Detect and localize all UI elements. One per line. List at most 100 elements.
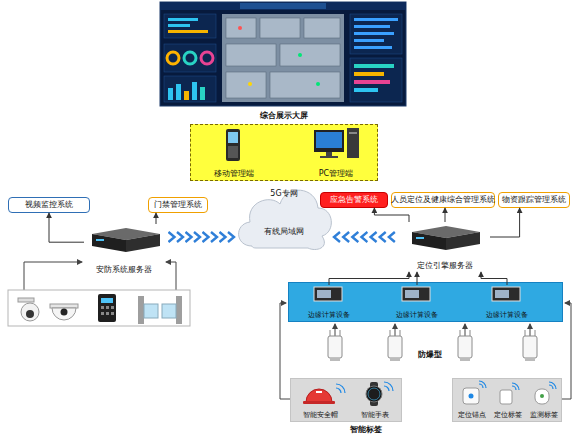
base-station [460, 358, 470, 361]
security-devices [8, 290, 190, 326]
base-station [388, 336, 402, 358]
smart-tag-icon [370, 382, 378, 406]
dashboard-screen [226, 72, 266, 98]
mobile-terminal-icon [226, 129, 240, 161]
dashboard-screen [298, 53, 302, 57]
mobile-terminal-icon [228, 132, 238, 143]
wire [24, 262, 571, 399]
tag-group: 定位锚点定位标签监测标签 [452, 378, 562, 422]
base-station [535, 330, 536, 336]
dashboard-screen [354, 46, 392, 49]
dashboard-screen [354, 39, 384, 42]
security-devices [162, 304, 176, 318]
node-text: PC管理端 [319, 169, 353, 179]
dashboard-screen [160, 2, 406, 10]
node-text: 边缘计算设备 [308, 310, 350, 320]
tag-device: 定位锚点 [455, 381, 489, 421]
smart-tag-icon [368, 388, 380, 400]
system-box: 人员定位及健康综合管理系统 [391, 192, 495, 208]
tag-device: 监测标签 [526, 381, 561, 421]
dashboard-screen [354, 64, 394, 68]
base-station [340, 330, 341, 336]
connector [445, 208, 446, 222]
base-station [330, 358, 340, 361]
smart-tag-icon [316, 391, 322, 393]
dashboard-screen [168, 24, 190, 27]
security-devices [21, 303, 39, 321]
dashboard-screen [226, 18, 256, 38]
security-devices [176, 296, 182, 324]
dashboard-screen [350, 58, 402, 102]
connector [481, 272, 507, 285]
dashboard-screen [168, 88, 173, 100]
mobile-terminal-icon [228, 146, 238, 158]
alarm-box: 应急告警系统 [320, 192, 388, 208]
smart-tag-icon [366, 386, 382, 402]
security-devices [18, 298, 34, 302]
edge-device-icon [405, 290, 419, 298]
chevron-connector [164, 237, 232, 238]
dashboard-screen [354, 72, 384, 76]
node-text: 边缘计算设备 [396, 310, 438, 320]
client-group: 移动管理端 PC管理端 [190, 124, 378, 181]
network-cloud: 5G专网有线局域网 [232, 180, 336, 252]
wireless-symbol [479, 381, 486, 388]
base-station [328, 330, 537, 361]
wire [280, 303, 290, 399]
dashboard-screen [248, 82, 252, 86]
dashboard-screen [164, 44, 216, 72]
base-station [390, 330, 391, 336]
wire [395, 324, 396, 336]
pc-icon [349, 132, 357, 134]
pc-icon [326, 152, 332, 156]
security-devices [101, 312, 104, 315]
node-text: 移动管理端 [214, 169, 254, 179]
dashboard-screen [160, 2, 406, 106]
node-text: 门禁管理系统 [154, 200, 202, 210]
dashboard-screen [354, 80, 390, 84]
pc-icon [314, 130, 344, 152]
wireless-symbol [512, 383, 519, 390]
edge-device: 边缘计算设备 [479, 285, 535, 321]
server-icon [416, 237, 424, 239]
dashboard-screen [192, 82, 197, 100]
dashboard-screen [222, 14, 344, 102]
pc-icon [320, 156, 338, 158]
node-text: 智能安全帽 [303, 410, 338, 420]
wireless-symbol [384, 382, 393, 391]
node-text: 5G专网 [270, 189, 297, 199]
dashboard-screen [354, 88, 378, 92]
smart-tag-icon [303, 382, 549, 406]
security-devices [101, 306, 104, 309]
base-station [390, 358, 400, 361]
dashboard-screen [167, 52, 179, 64]
dashboard-screen [354, 25, 390, 28]
dashboard-screen [240, 3, 326, 9]
connector [156, 213, 157, 224]
dashboard-screen [184, 91, 189, 100]
tag-device: 智能手表 [349, 381, 401, 421]
dashboard-screen [354, 18, 398, 21]
security-devices [98, 294, 116, 322]
tag-device: 定位标签 [490, 381, 525, 421]
edge-device-icon [492, 287, 520, 301]
server-icon [446, 232, 480, 250]
node-text: 智能手表 [361, 410, 389, 420]
pc-icon [314, 128, 359, 158]
security-devices [101, 298, 113, 303]
dashboard-screen [238, 26, 242, 30]
wireless-symbol [549, 385, 553, 389]
smart-tag-icon [535, 389, 549, 404]
base-station [523, 336, 537, 358]
connector [49, 213, 84, 242]
security-devices [111, 306, 114, 309]
node-text: 边缘计算设备 [486, 310, 528, 320]
base-station [525, 358, 535, 361]
pc-icon [347, 128, 359, 158]
system-box: 视频监控系统 [8, 197, 90, 213]
smart-tag-icon [303, 401, 335, 404]
tag-device: 智能安全帽 [293, 381, 347, 421]
